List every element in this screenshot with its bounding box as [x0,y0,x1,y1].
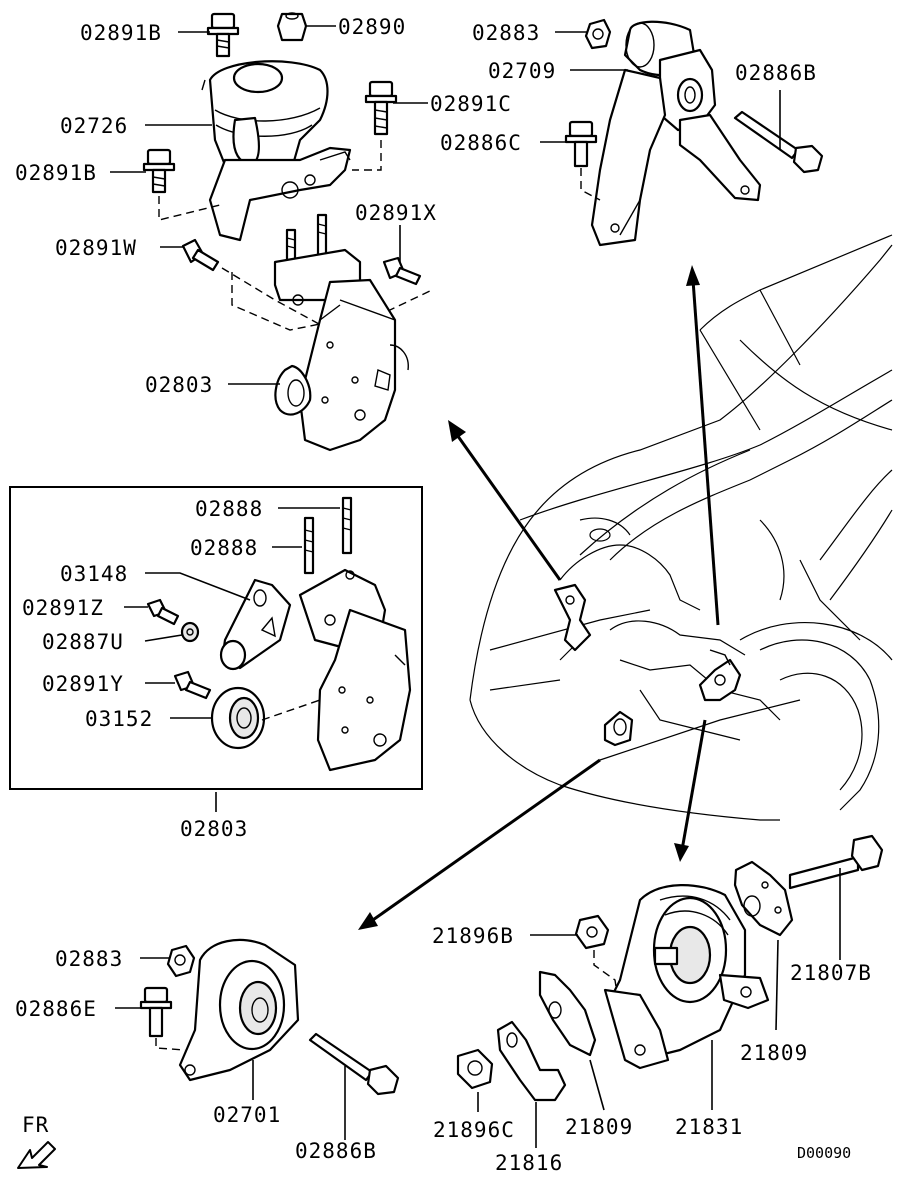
label-leaders [110,25,841,1140]
label-02886B-bottom: 02886B [295,1139,377,1163]
label-21809-right: 21809 [740,1041,808,1065]
label-02886E: 02886E [15,997,97,1021]
washer-02887U [180,621,200,643]
mount-21831 [603,884,770,1070]
car-mount-front-mini [603,710,634,747]
label-02803-top: 02803 [145,373,213,397]
bolt-02886C [564,120,598,168]
label-02888-b: 02888 [190,536,258,560]
label-02888-a: 02888 [195,497,263,521]
nut-02890 [276,12,308,42]
car-body-outline [469,234,893,821]
front-arrow-icon [17,1141,56,1169]
car-mount-right-mini [698,649,742,702]
bolt-02891Z [146,598,180,626]
bolt-02886B-top [733,110,824,174]
bolt-02891X [382,256,422,286]
nut-21896B [574,914,610,950]
bracket-02803-top [273,248,409,452]
bracket-21809-right [733,860,794,937]
label-02890: 02890 [338,15,406,39]
bolt-02891B-top [206,12,240,58]
label-02883-top: 02883 [472,21,540,45]
car-mount-left-mini [553,583,592,652]
label-02891X: 02891X [355,201,437,225]
label-02803-box: 02803 [180,817,248,841]
label-02891Y: 02891Y [42,672,124,696]
label-02701: 02701 [213,1103,281,1127]
label-21896B: 21896B [432,924,514,948]
label-02886B-top: 02886B [735,61,817,85]
label-21807B: 21807B [790,961,872,985]
label-02886C: 02886C [440,131,522,155]
bracket-21816 [496,1020,567,1102]
nut-02883-bottom [166,944,196,978]
label-02891B-left: 02891B [15,161,97,185]
label-03152: 03152 [85,707,153,731]
label-02891B-top: 02891B [80,21,162,45]
label-02891W: 02891W [55,236,137,260]
label-21809-mid: 21809 [565,1115,633,1139]
label-02891Z: 02891Z [22,596,104,620]
label-21816: 21816 [495,1151,563,1175]
label-02891C: 02891C [430,92,512,116]
label-02883-bottom: 02883 [55,947,123,971]
label-21896C: 21896C [433,1118,515,1142]
label-02726: 02726 [60,114,128,138]
drawing-code: D00090 [797,1144,851,1162]
leader-arrows [358,265,720,930]
bolt-02891B-left [142,148,176,194]
bolt-02891W [181,238,220,272]
engine-mount-02726 [201,60,352,242]
bracket-21809-mid [538,970,597,1057]
detail-box [9,486,423,790]
label-02709: 02709 [488,59,556,83]
bushing-03152 [210,686,266,750]
arm-03148 [219,578,292,671]
nut-21896C [456,1048,494,1090]
fr-label: FR [22,1113,49,1137]
part-labels: 02891B 02890 02726 02891C 02891B 02891W … [15,15,872,1175]
bolt-02891C [364,80,398,136]
front-direction-indicator: FR [17,1113,56,1169]
label-21831: 21831 [675,1115,743,1139]
bracket-02803-detail [298,568,412,772]
bolt-02886E [139,986,173,1038]
nut-02883-top [584,18,612,50]
bolt-02886B-bottom [308,1032,400,1096]
label-03148: 03148 [60,562,128,586]
mount-02709 [590,20,762,247]
bolt-02891Y [173,670,212,700]
label-02887U: 02887U [42,630,124,654]
bolt-21807B [788,834,884,890]
studs-02888 [303,496,353,575]
mount-02701 [178,938,300,1082]
